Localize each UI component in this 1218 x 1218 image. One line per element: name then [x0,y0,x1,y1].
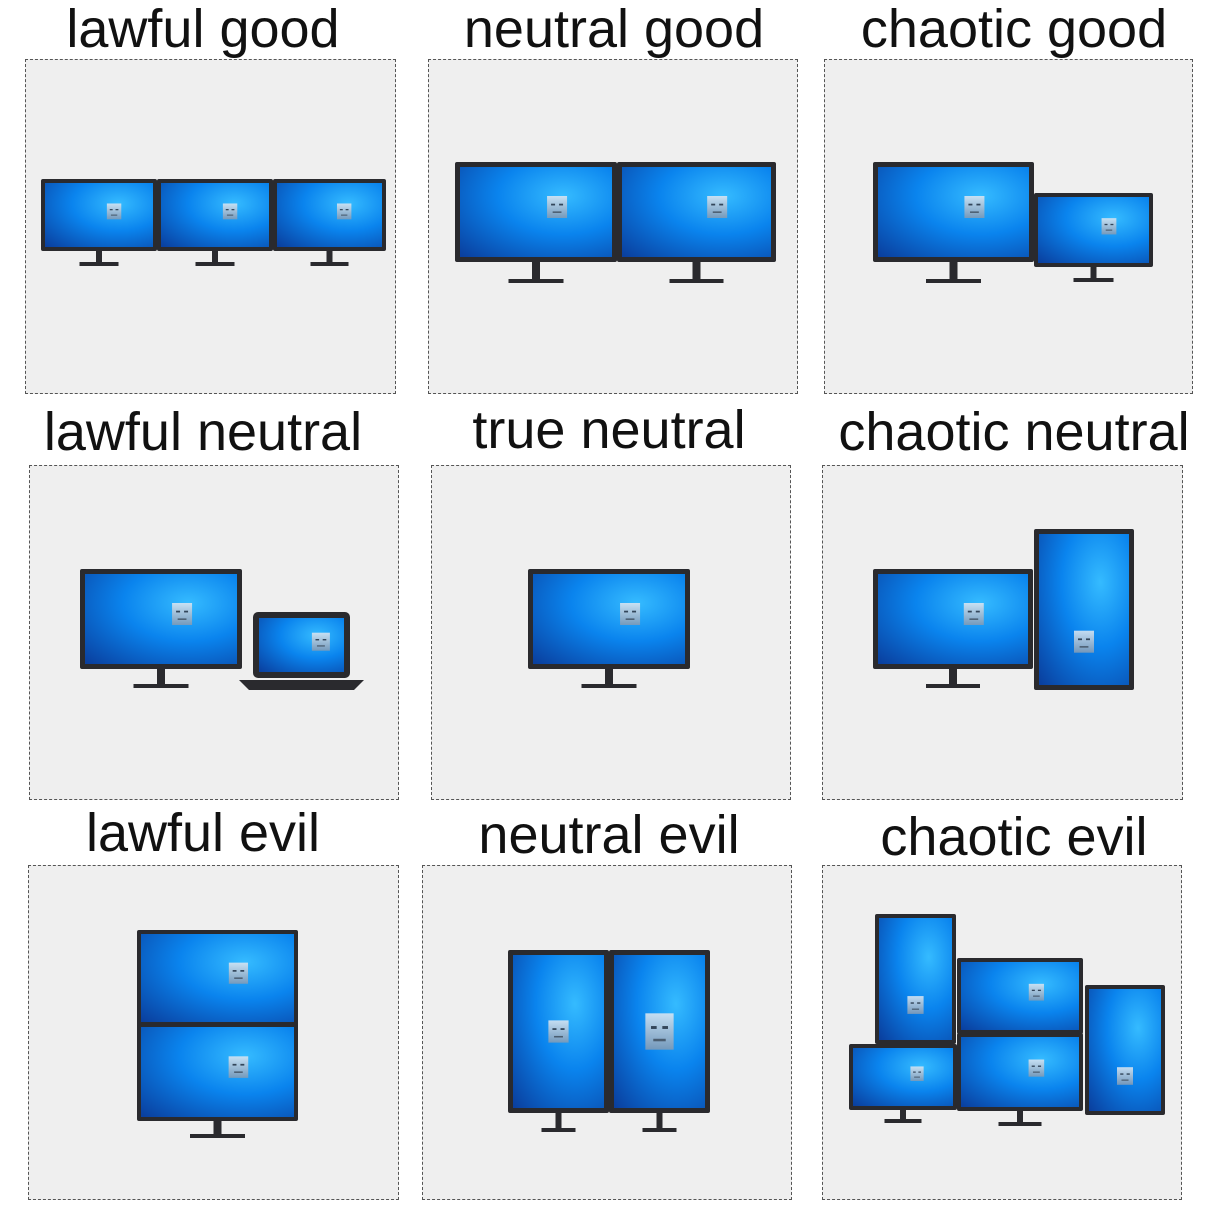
title-lawful-neutral: lawful neutral [43,402,363,462]
face-sticker-icon [228,962,249,984]
monitor-icon [528,569,690,688]
face-sticker-icon [311,632,330,651]
monitor-icon [957,1033,1083,1126]
monitor-icon [873,569,1033,688]
title-chaotic-neutral: chaotic neutral [838,402,1190,462]
monitor-icon [137,930,298,1026]
face-sticker-icon [228,1056,249,1078]
face-sticker-icon [336,203,352,220]
monitor-icon [455,162,617,283]
monitor-icon [849,1044,957,1123]
face-sticker-icon [548,1020,569,1043]
monitor-icon [273,179,386,266]
face-sticker-icon [1101,218,1117,235]
face-sticker-icon [1117,1067,1133,1085]
monitor-icon [609,950,710,1132]
face-sticker-icon [1074,630,1094,653]
laptop-icon [239,612,364,690]
face-sticker-icon [910,1066,924,1081]
monitor-icon [80,569,242,688]
face-sticker-icon [964,196,985,218]
monitor-icon [1085,985,1165,1115]
face-sticker-icon [907,996,924,1014]
title-neutral-good: neutral good [463,0,765,59]
title-lawful-evil: lawful evil [85,803,321,863]
monitor-icon [617,162,776,283]
monitor-icon [875,914,956,1044]
face-sticker-icon [1028,1059,1045,1077]
title-chaotic-evil: chaotic evil [880,807,1148,867]
face-sticker-icon [963,603,984,625]
monitor-icon [508,950,609,1132]
monitor-icon [157,179,273,266]
title-true-neutral: true neutral [472,400,746,460]
face-sticker-icon [620,603,641,625]
monitor-icon [957,958,1083,1034]
face-sticker-icon [707,196,728,218]
monitor-icon [1034,529,1134,690]
face-sticker-icon [106,203,122,220]
face-sticker-icon [645,1013,674,1050]
title-chaotic-good: chaotic good [860,0,1168,59]
monitor-icon [137,1023,298,1138]
title-neutral-evil: neutral evil [478,805,740,865]
monitor-icon [1034,193,1153,282]
face-sticker-icon [547,196,568,218]
face-sticker-icon [222,203,238,220]
title-lawful-good: lawful good [66,0,340,59]
monitor-icon [873,162,1034,283]
face-sticker-icon [172,603,193,625]
face-sticker-icon [1028,983,1044,1001]
monitor-icon [41,179,157,266]
